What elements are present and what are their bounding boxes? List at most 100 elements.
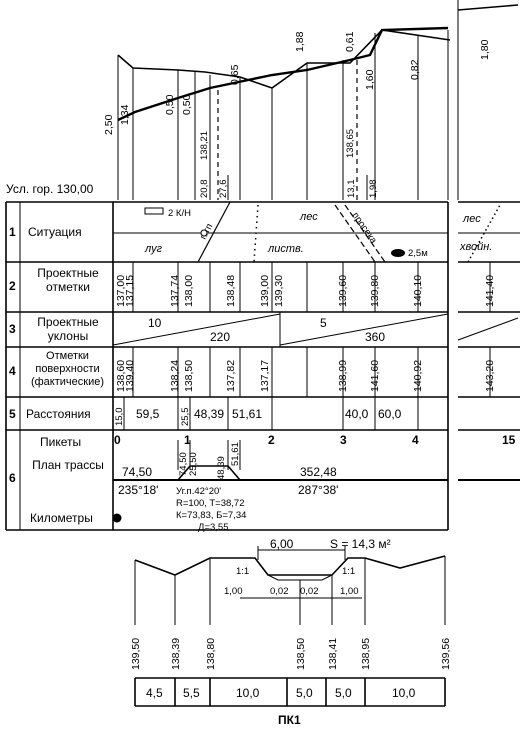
picket-label: 15: [502, 433, 516, 447]
row-label-situation: Ситуация: [28, 225, 82, 239]
row-number: 4: [9, 364, 16, 378]
point-value: 20,8: [199, 180, 210, 199]
row-labels: 1 Ситуация 2 Проектные отметки 3 Проектн…: [9, 225, 122, 525]
distance-value: 59,5: [136, 407, 160, 421]
pond-icon: [391, 249, 405, 257]
height-label: 1,88: [294, 31, 306, 52]
cross-dim: 0,02: [270, 586, 289, 597]
segment-length: 74,50: [122, 465, 152, 479]
design-marks: 137,00 137,15 137,74 138,00 138,48 139,0…: [115, 275, 496, 307]
surface-mark: 138,60: [115, 360, 127, 392]
distance-value: 48,39: [194, 407, 224, 421]
cross-dim: 1,00: [340, 586, 359, 597]
surface-mark: 143,20: [484, 360, 496, 392]
field-label: луг: [144, 243, 163, 255]
height-label: 0,61: [344, 31, 356, 52]
surface-mark: 137,17: [259, 360, 271, 392]
picket-offset: 48,39: [216, 456, 227, 480]
segment-bearing: 235°18': [118, 483, 158, 497]
height-label: 0,65: [229, 64, 241, 85]
row-label-plan: План трассы: [32, 458, 104, 472]
design-mark: 141,40: [484, 275, 496, 307]
surface-marks: 138,60 139,40 138,24 138,50 137,82 137,1…: [115, 360, 496, 392]
point-value: 138,65: [345, 129, 356, 158]
design-mark: 139,30: [273, 275, 285, 307]
point-value: 27,6: [218, 180, 229, 199]
slope-top: 10: [148, 316, 162, 330]
point-value: 13,1: [346, 180, 357, 199]
cross-distance: 10,0: [392, 686, 416, 700]
curve-angle: Уг.п.42°20': [176, 486, 221, 497]
cross-mark: 139,50: [130, 638, 142, 670]
cross-section: 6,00 S = 14,3 м² 1:1 1:1 1,00 0,02 0,02 …: [130, 537, 452, 727]
row-label-pickets: Пикеты: [40, 435, 81, 449]
distance-value: 25,5: [180, 408, 191, 427]
segment-bearing: 287°38': [298, 483, 338, 497]
picket-label: 1: [184, 433, 191, 447]
design-mark: 139,00: [259, 275, 271, 307]
distance-value: 40,0: [345, 407, 369, 421]
slope-length: 360: [365, 330, 385, 344]
height-label: 1,80: [479, 39, 491, 60]
design-mark: 137,15: [124, 275, 136, 307]
cross-mark: 138,39: [170, 638, 182, 670]
surface-mark: 139,40: [124, 360, 136, 392]
curve-params: R=100, T=38,72: [176, 498, 245, 509]
ground-line: [117, 29, 451, 89]
clearing-label: просека: [350, 210, 380, 246]
height-label: 1,34: [119, 104, 131, 125]
row-label-slopes: Проектные уклоны: [37, 315, 98, 343]
row-number: 2: [9, 279, 16, 293]
cross-dim: 0,02: [300, 586, 319, 597]
surface-mark: 138,99: [337, 360, 349, 392]
picket-label: 4: [412, 433, 419, 447]
cross-title: ПК1: [278, 713, 301, 727]
cross-distance: 5,0: [296, 686, 313, 700]
point-value: 1,98: [368, 180, 379, 199]
conifer-label: хвойн.: [459, 241, 492, 253]
height-label: 1,60: [364, 69, 376, 90]
cross-mark: 139,56: [440, 638, 452, 670]
distance-value: 15,0: [114, 408, 125, 427]
cross-dim: 1,00: [224, 586, 243, 597]
surface-mark: 138,24: [169, 360, 181, 392]
picket-label: 2: [268, 433, 275, 447]
km-marker: [112, 513, 122, 523]
design-line: [117, 26, 449, 122]
height-label: 0,82: [409, 59, 421, 80]
height-label: 0,50: [164, 94, 176, 115]
design-mark: 137,00: [115, 275, 127, 307]
design-mark: 139,80: [369, 275, 381, 307]
height-label: 0,50: [181, 94, 193, 115]
design-mark: 138,48: [225, 275, 237, 307]
slope-ratio: 1:1: [342, 566, 355, 577]
design-mark: 140,10: [412, 275, 424, 307]
cross-distance: 10,0: [236, 686, 260, 700]
surface-mark: 137,82: [225, 360, 237, 392]
row-label-surface-marks: Отметки поверхности (фактические): [31, 350, 104, 388]
curve-params: К=73,83, Б=7,34: [176, 510, 246, 521]
curve-params: Д=3,55: [198, 522, 228, 533]
distances: 15,0 59,5 25,5 48,39 51,61 40,0 60,0: [114, 407, 402, 426]
cross-mark: 138,95: [360, 638, 372, 670]
longitudinal-profile: [117, 0, 519, 200]
slope-top: 5: [320, 316, 327, 330]
ordinates: [117, 30, 449, 200]
segment-length: 352,48: [300, 465, 337, 479]
row-number: 5: [9, 407, 16, 421]
surface-mark: 140,92: [412, 360, 424, 392]
cross-area: S = 14,3 м²: [330, 537, 391, 551]
plan-row: 0 1 2 3 4 15 74,50 25,50 48,39 51,61 74,…: [114, 433, 516, 533]
marker-label: 2 К/Н: [168, 208, 191, 219]
cross-distance: 5,5: [183, 686, 200, 700]
size-label: 2,5м: [408, 248, 428, 259]
picket-offset: 25,50: [188, 452, 199, 476]
profile-table: [5, 201, 520, 531]
forest-label: лес: [299, 211, 318, 223]
structure-marker: [144, 207, 164, 215]
surface-mark: 138,50: [183, 360, 195, 392]
row-number: 3: [9, 322, 16, 336]
cross-mark: 138,41: [327, 638, 339, 670]
distance-value: 60,0: [378, 407, 402, 421]
